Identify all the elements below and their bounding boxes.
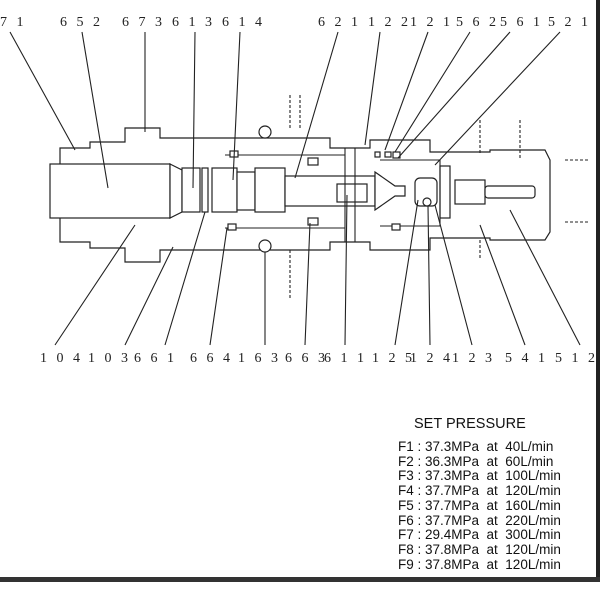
callout-label: 6 6 3 bbox=[285, 351, 328, 366]
callout-label: 1 2 3 bbox=[452, 351, 495, 366]
pressure-row: F2 : 36.3MPa at 60L/min bbox=[398, 453, 554, 469]
callout-label: 6 6 1 bbox=[134, 351, 177, 366]
callout-label: 6 1 1 bbox=[324, 351, 367, 366]
top-callout-labels: 7 1 6 5 2 6 7 3 6 1 3 6 1 4 6 2 1 1 2 2 … bbox=[0, 15, 591, 30]
callout-label: 1 2 4 bbox=[410, 351, 453, 366]
pressure-row: F9 : 37.8MPa at 120L/min bbox=[398, 556, 561, 572]
callout-label: 1 0 4 bbox=[40, 351, 83, 366]
pressure-row: F6 : 37.7MPa at 220L/min bbox=[398, 512, 561, 528]
bottom-callout-labels: 1 0 4 1 0 3 6 6 1 6 6 4 1 6 3 6 6 3 6 1 … bbox=[40, 351, 598, 366]
pressure-row: F4 : 37.7MPa at 120L/min bbox=[398, 483, 561, 499]
set-pressure-title: SET PRESSURE bbox=[414, 416, 526, 432]
callout-label: 6 1 3 bbox=[172, 15, 215, 30]
callout-label: 5 6 2 bbox=[456, 15, 499, 30]
set-pressure-table: SET PRESSURE F1 : 37.3MPa at 40L/min F2 … bbox=[398, 416, 561, 572]
callout-label: 5 6 1 bbox=[500, 15, 543, 30]
callout-label: 6 1 4 bbox=[222, 15, 265, 30]
callout-label: 6 2 1 bbox=[318, 15, 361, 30]
callout-label: 5 2 1 bbox=[548, 15, 591, 30]
pressure-row: F3 : 37.3MPa at 100L/min bbox=[398, 468, 561, 484]
pressure-row: F7 : 29.4MPa at 300L/min bbox=[398, 527, 561, 543]
callout-label: 7 1 bbox=[0, 15, 27, 30]
frame-border-right bbox=[596, 0, 600, 582]
callout-label: 1 2 2 bbox=[368, 15, 411, 30]
callout-label: 6 5 2 bbox=[60, 15, 103, 30]
callout-label: 6 6 4 bbox=[190, 351, 233, 366]
callout-label: 1 2 5 bbox=[372, 351, 415, 366]
frame-border-bottom bbox=[0, 577, 600, 582]
callout-label: 5 1 2 bbox=[555, 351, 598, 366]
callout-label: 5 4 1 bbox=[505, 351, 548, 366]
callout-label: 1 0 3 bbox=[88, 351, 131, 366]
callout-label: 1 2 1 bbox=[410, 15, 453, 30]
pressure-row: F1 : 37.3MPa at 40L/min bbox=[398, 439, 554, 454]
leader-lines bbox=[9, 31, 581, 346]
valve-body bbox=[49, 95, 590, 300]
callout-label: 1 6 3 bbox=[238, 351, 281, 366]
pressure-row: F5 : 37.7MPa at 160L/min bbox=[398, 497, 561, 513]
callout-label: 6 7 3 bbox=[122, 15, 165, 30]
pressure-row: F8 : 37.8MPa at 120L/min bbox=[398, 541, 561, 557]
